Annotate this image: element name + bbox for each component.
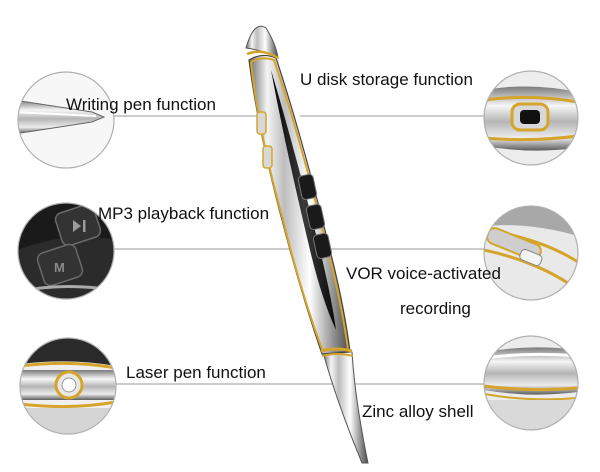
vor-switch-detail bbox=[483, 205, 579, 301]
u-disk-port-detail bbox=[483, 70, 579, 166]
zinc-shell-label: Zinc alloy shell bbox=[362, 402, 474, 421]
u-disk-label: U disk storage function bbox=[300, 70, 473, 89]
vor-label-line2: recording bbox=[400, 299, 471, 318]
vor-label-line1: VOR voice-activated bbox=[346, 264, 501, 283]
laser-label: Laser pen function bbox=[126, 363, 266, 382]
mp3-buttons-detail: M bbox=[17, 202, 115, 300]
writing-pen-label: Writing pen function bbox=[66, 95, 216, 114]
m-menu-icon: M bbox=[54, 260, 65, 275]
zinc-shell-detail bbox=[483, 335, 579, 431]
laser-button-detail bbox=[19, 337, 117, 435]
pen-body bbox=[245, 25, 369, 464]
connector-lines bbox=[114, 115, 484, 385]
play-pause-icon bbox=[73, 220, 81, 232]
mp3-label: MP3 playback function bbox=[98, 204, 270, 223]
writing-pen-detail bbox=[17, 71, 115, 169]
